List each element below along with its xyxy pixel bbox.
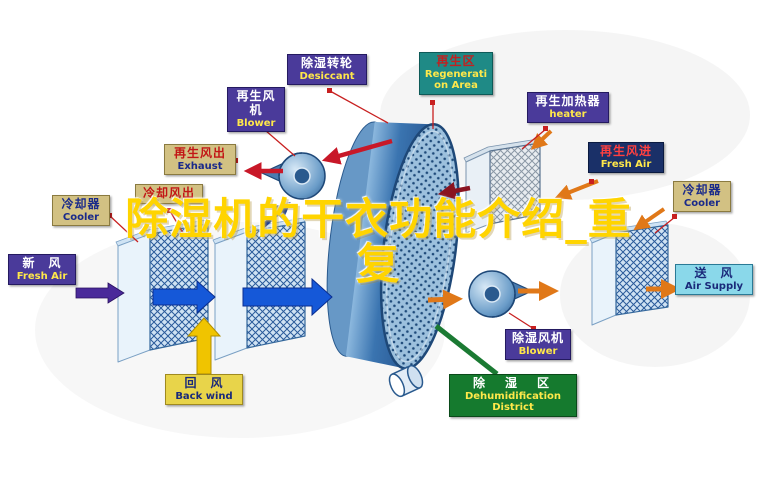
label-regeneration-area-zh: 再生区	[436, 54, 476, 68]
label-regen-exhaust-en: Exhaust	[177, 160, 223, 172]
label-cooler-right-en: Cooler	[683, 197, 721, 209]
label-air-supply-en: Air Supply	[684, 280, 744, 292]
label-regen-blower: 再生风机 Blower	[227, 87, 285, 133]
label-back-wind: 回 风 Back wind	[165, 374, 243, 406]
label-dehumid-blower-en: Blower	[518, 345, 558, 357]
label-fresh-air-en: Fresh Air	[16, 270, 68, 282]
airflow-arrows	[75, 129, 682, 375]
supply-cooler-box	[589, 220, 669, 326]
label-dehumid-blower-zh: 除湿风机	[511, 331, 564, 345]
label-fresh-air-zh: 新 风	[22, 256, 62, 270]
label-cooler-right-zh: 冷却器	[682, 183, 722, 197]
label-fresh-air: 新 风 Fresh Air	[8, 254, 76, 286]
label-regen-fresh-air-zh: 再生风进	[599, 144, 652, 158]
precool-box-2	[212, 217, 306, 361]
label-regen-blower-en: Blower	[236, 117, 276, 129]
label-regen-heater-en: heater	[549, 108, 587, 120]
label-dehumidification-district-en: Dehumidification District	[464, 390, 562, 414]
label-dehumidification-district: 除 湿 区 Dehumidification District	[449, 374, 577, 417]
label-desiccant-zh: 除湿转轮	[300, 56, 353, 70]
label-cooler-right: 冷却器 Cooler	[673, 181, 731, 213]
dehumid-fan	[468, 270, 534, 318]
label-regen-heater-zh: 再生加热器	[535, 94, 601, 108]
label-dehumid-blower: 除湿风机 Blower	[505, 329, 571, 361]
label-air-supply: 送 风 Air Supply	[675, 264, 753, 296]
label-regen-heater: 再生加热器 heater	[527, 92, 609, 124]
label-regen-fresh-air-en: Fresh Air	[600, 158, 652, 170]
label-desiccant: 除湿转轮 Desiccant	[287, 54, 367, 86]
wheel-seal-cylinder	[388, 364, 424, 398]
regen-fan	[260, 152, 326, 200]
label-back-wind-en: Back wind	[175, 390, 233, 402]
label-cooling-air-out-zh: 冷却风出	[142, 186, 195, 200]
label-regeneration-area: 再生区 Regeneration Area	[419, 52, 493, 95]
label-cooling-air-out: 冷却风出	[135, 184, 203, 204]
label-back-wind-zh: 回 风	[184, 376, 224, 390]
regen-heatexchanger-box	[463, 138, 541, 234]
label-cooler-left: 冷却器 Cooler	[52, 195, 110, 227]
label-desiccant-en: Desiccant	[299, 70, 355, 82]
label-regen-fresh-air: 再生风进 Fresh Air	[588, 142, 664, 174]
label-cooler-left-en: Cooler	[62, 211, 100, 223]
label-regen-blower-zh: 再生风机	[236, 89, 276, 117]
label-dehumidification-district-zh: 除 湿 区	[472, 376, 553, 390]
label-regeneration-area-en: Regeneration Area	[424, 68, 488, 92]
label-regen-exhaust: 再生风出 Exhaust	[164, 144, 236, 176]
label-air-supply-zh: 送 风	[694, 266, 734, 280]
label-cooler-left-zh: 冷却器	[61, 197, 101, 211]
label-regen-exhaust-zh: 再生风出	[173, 146, 226, 160]
